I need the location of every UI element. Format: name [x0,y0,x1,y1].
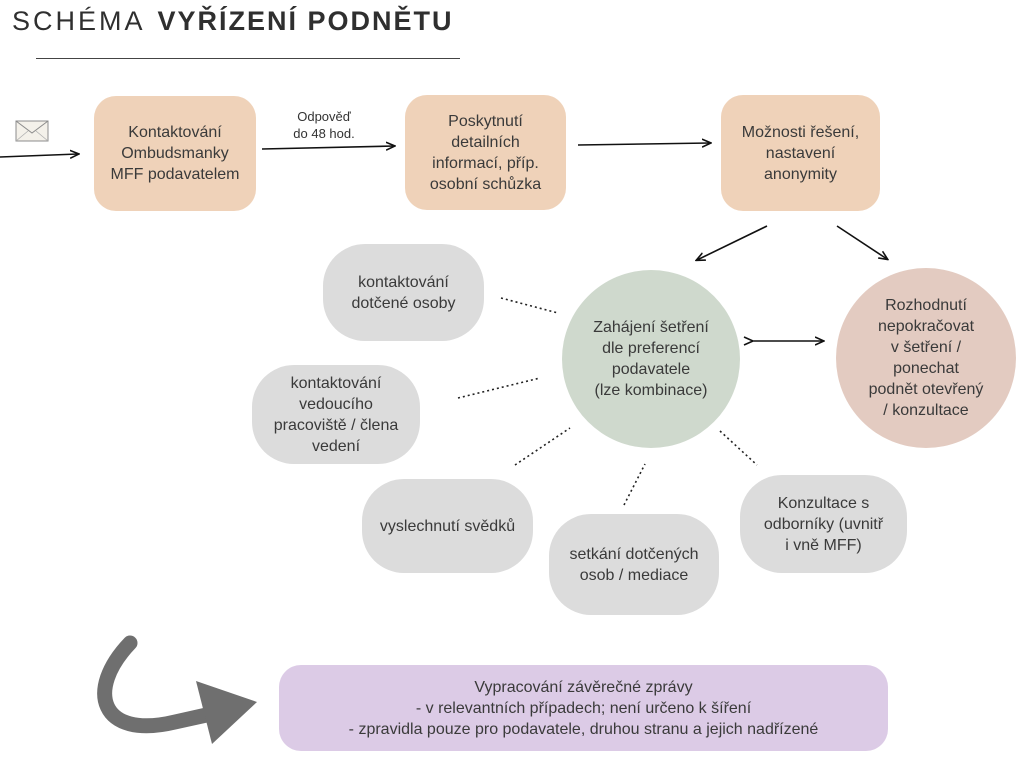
dotted-link-witnesses [514,427,571,466]
title-divider [36,58,460,59]
method-contact-affected-person: kontaktování dotčené osoby [323,244,484,341]
decision-circle: Rozhodnutí nepokračovat v šetření / pone… [836,268,1016,448]
method-expert-consultation: Konzultace s odborníky (uvnitř i vně MFF… [740,475,907,573]
step-resolution-options: Možnosti řešení, nastavení anonymity [721,95,880,211]
response-time-note: Odpověď do 48 hod. [293,109,355,141]
title-light: SCHÉMA [12,6,146,36]
method-witness-hearing: vyslechnutí svědků [362,479,533,573]
step-contact-ombudsman: Kontaktování Ombudsmanky MFF podavatelem [94,96,256,211]
final-report: Vypracování závěrečné zprávy - v relevan… [279,665,888,751]
curved-arrow-icon [97,635,257,744]
dotted-link-experts [719,430,758,466]
dotted-link-manager [457,377,541,399]
arrow-contact-to-details [261,146,394,149]
arrow-options-to-investigation [697,225,768,260]
dotted-link-affected-person [500,297,559,314]
step-detailed-information: Poskytnutí detailních informací, příp. o… [405,95,566,210]
page-title: SCHÉMA VYŘÍZENÍ PODNĚTU [12,6,454,37]
title-bold: VYŘÍZENÍ PODNĚTU [157,6,454,36]
method-contact-manager: kontaktování vedoucího pracoviště / člen… [252,365,420,464]
arrow-options-to-decision [836,225,887,259]
method-mediation: setkání dotčených osob / mediace [549,514,719,615]
arrow-incoming [0,154,78,157]
envelope-icon [15,120,49,142]
dotted-link-mediation [623,463,646,506]
investigation-circle: Zahájení šetření dle preferencí podavate… [562,270,740,448]
arrow-details-to-options [577,143,710,145]
